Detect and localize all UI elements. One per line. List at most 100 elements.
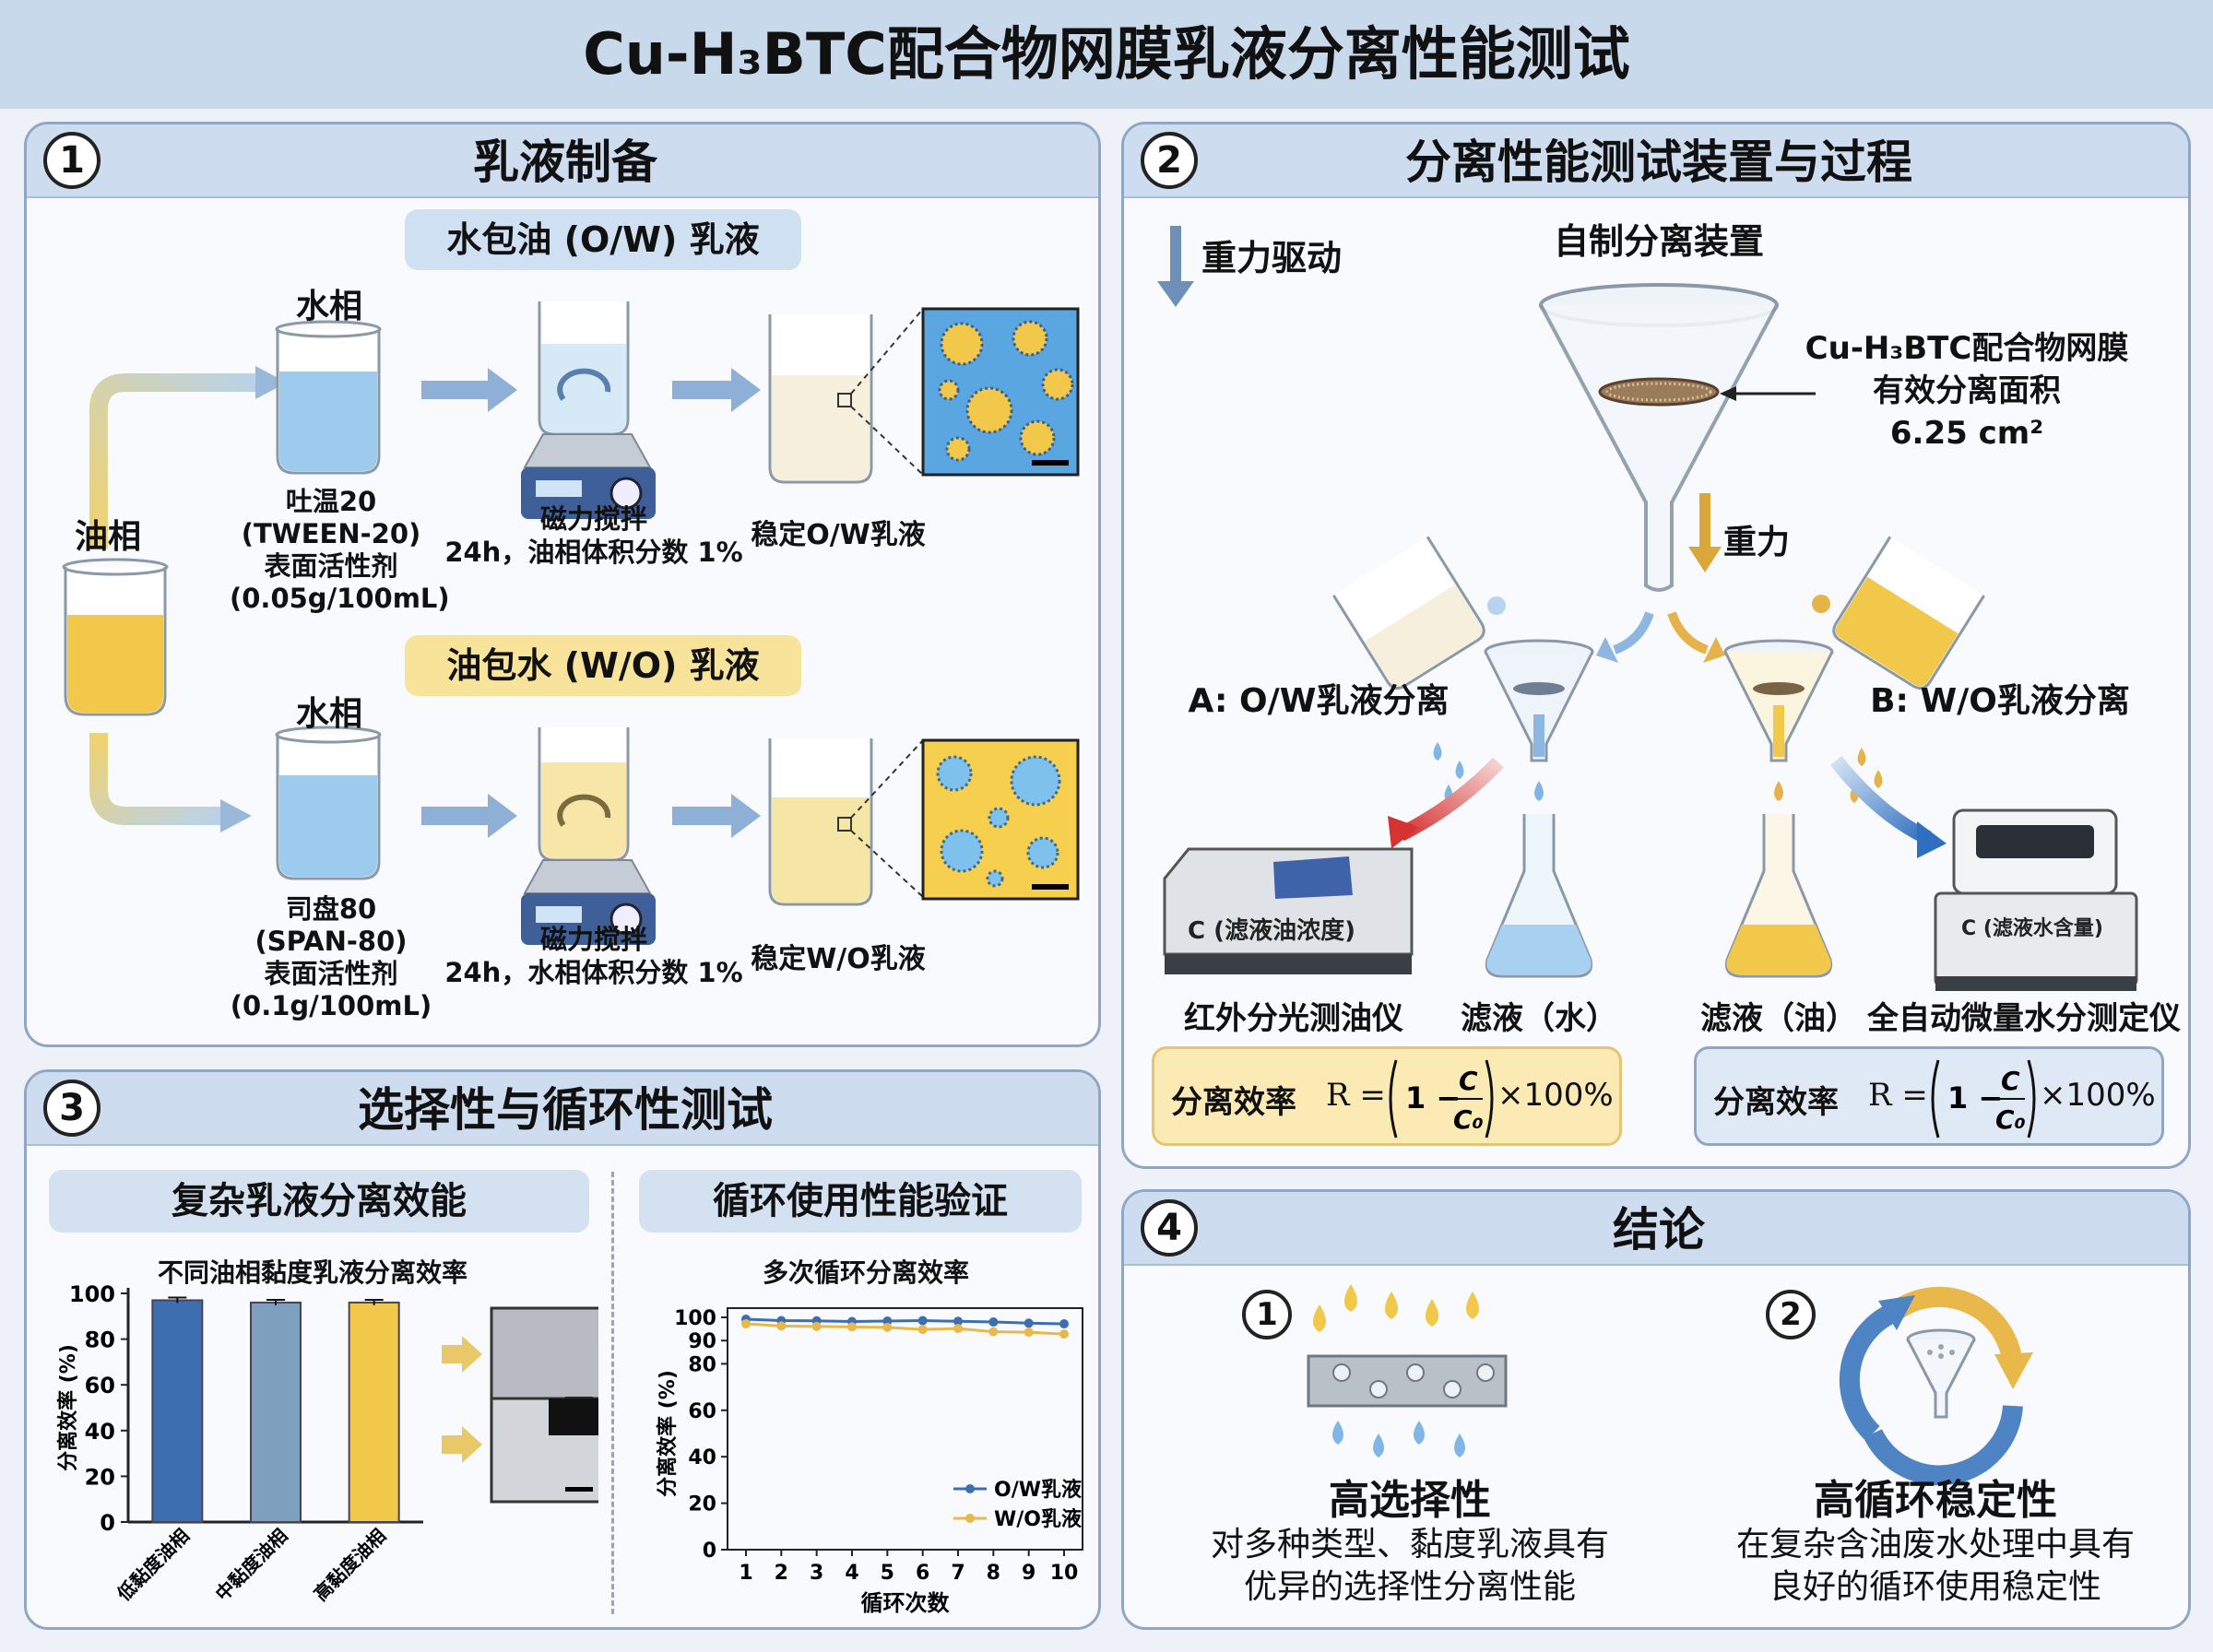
series-line bbox=[745, 1322, 1065, 1336]
pouring-beaker-icon bbox=[1832, 536, 1985, 690]
stable-wo-label: 稳定W/O乳液 bbox=[751, 943, 926, 975]
y-tick-label: 100 bbox=[69, 1281, 115, 1307]
step-number: 1 bbox=[43, 132, 101, 189]
panel-selectivity-cycling: 选择性与循环性测试 3 复杂乳液分离效能 循环使用性能验证 不同油相黏度乳液分离… bbox=[24, 1069, 1101, 1630]
data-point bbox=[776, 1321, 787, 1331]
titrator-label: 全自动微量水分测定仪 bbox=[1867, 1000, 2181, 1037]
x-tick-label: 1 bbox=[739, 1562, 752, 1585]
stable-ow-label: 稳定O/W乳液 bbox=[751, 519, 926, 551]
ow-emulsion-beaker-icon bbox=[768, 314, 873, 484]
funnel-b-icon bbox=[1723, 639, 1834, 762]
filtrate-water-label: 滤液（水） bbox=[1461, 1000, 1617, 1037]
formula-fraction-icon: 1 − C C₀ bbox=[1931, 1059, 2036, 1139]
cycling-line: 在复杂含油废水处理中具有 bbox=[1735, 1526, 2135, 1564]
selectivity-line: 对多种类型、黏度乳液具有 bbox=[1210, 1526, 1609, 1564]
membrane-info: Cu-H₃BTC配合物网膜 有效分离面积 6.25 cm² bbox=[1773, 327, 2160, 454]
panel-header: 乳液制备 bbox=[27, 124, 1098, 198]
gravity-label: 重力 bbox=[1723, 524, 1791, 561]
ow-micrograph-icon bbox=[921, 307, 1080, 477]
x-tick-label: 7 bbox=[951, 1562, 964, 1585]
x-tick-label: 8 bbox=[987, 1562, 1000, 1585]
y-tick-label: 20 bbox=[688, 1493, 716, 1516]
water-content-screen: C (滤液水含量) bbox=[1961, 917, 2103, 940]
stir-info-wo: 磁力搅拌 24h，水相体积分数 1% bbox=[442, 923, 746, 989]
y-tick-label: 80 bbox=[688, 1353, 716, 1376]
tween-line: 吐温20 bbox=[285, 486, 377, 517]
legend-label: W/O乳液 bbox=[994, 1507, 1082, 1531]
conclusion-illustration bbox=[1307, 1284, 2033, 1486]
x-tick-label: 低黏度油相 bbox=[112, 1525, 193, 1606]
oil-beaker-icon bbox=[62, 558, 169, 716]
span-info: 司盘80 (SPAN-80) 表面活性剂 (0.1g/100mL) bbox=[230, 893, 432, 1022]
cycling-title: 高循环稳定性 bbox=[1814, 1477, 2057, 1524]
water-phase-label: 水相 bbox=[295, 695, 362, 733]
bar bbox=[151, 1299, 204, 1523]
stir-line: 24h，水相体积分数 1% bbox=[444, 957, 743, 988]
wo-micrograph-icon bbox=[921, 738, 1080, 901]
data-point bbox=[1024, 1318, 1034, 1328]
y-tick-label: 60 bbox=[688, 1400, 716, 1423]
formula-label: 分离效率 bbox=[1713, 1084, 1839, 1121]
oil-phase-label: 油相 bbox=[74, 518, 141, 556]
step-number: 4 bbox=[1141, 1199, 1198, 1257]
cycling-text: 在复杂含油废水处理中具有 良好的循环使用稳定性 bbox=[1686, 1524, 2184, 1609]
x-tick-label: 4 bbox=[845, 1562, 858, 1585]
down-arrow-icon bbox=[1157, 226, 1194, 307]
panel-separation-test: 分离性能测试装置与过程 2 bbox=[1121, 122, 2191, 1169]
panel-title: 乳液制备 bbox=[473, 136, 657, 189]
device-label: 自制分离装置 bbox=[1553, 221, 1764, 262]
series-line bbox=[745, 1317, 1065, 1326]
formula-fraction-icon: 1 − C C₀ bbox=[1389, 1059, 1494, 1139]
membrane-line: 有效分离面积 bbox=[1873, 372, 2061, 409]
selectivity-title: 高选择性 bbox=[1329, 1477, 1491, 1524]
y-tick-label: 40 bbox=[688, 1446, 716, 1469]
x-tick-label: 6 bbox=[916, 1562, 929, 1585]
recycle-icon bbox=[1839, 1286, 2033, 1486]
step-number: 3 bbox=[43, 1080, 101, 1137]
separation-illustration bbox=[1157, 226, 2138, 991]
panel-title: 选择性与循环性测试 bbox=[358, 1083, 773, 1137]
y-tick-label: 60 bbox=[85, 1373, 115, 1398]
panel-header: 分离性能测试装置与过程 bbox=[1124, 124, 2188, 198]
span-line: 表面活性剂 bbox=[264, 958, 398, 989]
tween-info: 吐温20 (TWEEN-20) 表面活性剂 (0.05g/100mL) bbox=[230, 486, 450, 615]
data-point bbox=[917, 1325, 928, 1335]
legend-marker bbox=[965, 1514, 975, 1523]
formula-tail: ×100% bbox=[2040, 1077, 2156, 1114]
divider bbox=[611, 1172, 614, 1614]
ir-analyzer-label: 红外分光测油仪 bbox=[1184, 1000, 1403, 1037]
svg-text:C: C bbox=[1459, 1066, 1478, 1096]
oil-conc-screen: C (滤液油浓度) bbox=[1188, 917, 1355, 945]
wo-emulsion-beaker-icon bbox=[768, 738, 873, 906]
tween-line: (TWEEN-20) bbox=[241, 518, 421, 549]
data-point bbox=[988, 1317, 999, 1328]
step-number: 2 bbox=[1141, 132, 1198, 189]
membrane-line: Cu-H₃BTC配合物网膜 bbox=[1805, 330, 2129, 367]
ow-separation-label: A: O/W乳液分离 bbox=[1188, 682, 1450, 720]
span-line: 司盘80 bbox=[285, 893, 377, 925]
data-point bbox=[1024, 1328, 1034, 1338]
legend-marker bbox=[965, 1484, 975, 1493]
magnetic-stirrer-icon bbox=[521, 301, 656, 519]
water-beaker-icon bbox=[275, 320, 382, 475]
selectivity-text: 对多种类型、黏度乳液具有 优异的选择性分离性能 bbox=[1161, 1524, 1659, 1609]
panel-header: 选择性与循环性测试 bbox=[27, 1072, 1098, 1146]
x-tick-label: 10 bbox=[1050, 1562, 1079, 1585]
span-line: (SPAN-80) bbox=[254, 926, 408, 957]
svg-text:1 −: 1 − bbox=[1405, 1080, 1461, 1115]
data-point bbox=[882, 1322, 893, 1332]
data-point bbox=[1059, 1329, 1069, 1339]
data-point bbox=[917, 1316, 928, 1326]
tween-line: 表面活性剂 bbox=[264, 550, 398, 582]
y-tick-label: 100 bbox=[674, 1307, 716, 1330]
gravity-drive-label: 重力驱动 bbox=[1201, 238, 1343, 278]
membrane-line: 6.25 cm² bbox=[1889, 415, 2044, 452]
wo-tag: 油包水 (W/O) 乳液 bbox=[405, 635, 801, 696]
water-beaker-icon bbox=[275, 726, 382, 880]
water-titrator-icon bbox=[1934, 808, 2138, 991]
data-point bbox=[811, 1321, 822, 1331]
formula-ow: 分离效率 R = 1 − C C₀ ×100% bbox=[1152, 1046, 1622, 1146]
data-point bbox=[847, 1322, 857, 1332]
funnel-a-icon bbox=[1484, 639, 1594, 762]
formula-r: R = bbox=[1326, 1077, 1386, 1114]
